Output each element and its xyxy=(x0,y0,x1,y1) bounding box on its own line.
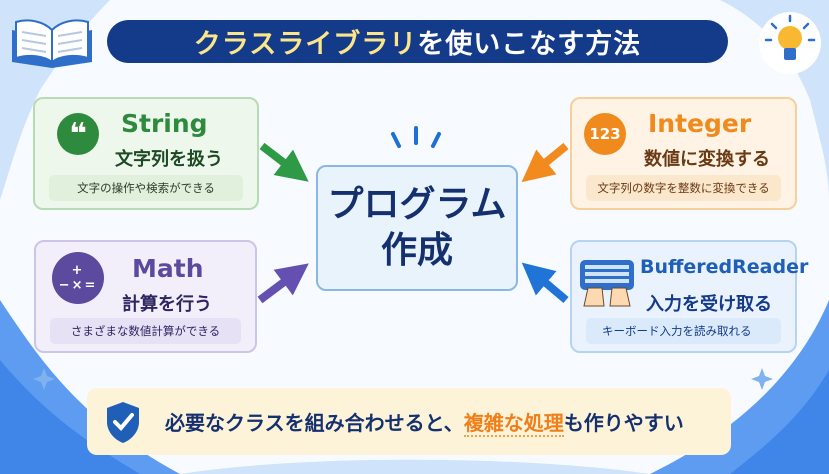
arrow-string xyxy=(259,142,309,182)
card-subtitle: 計算を行う xyxy=(122,294,212,315)
keyboard-icon xyxy=(580,260,634,307)
quote-icon: ❝ xyxy=(57,113,99,155)
summary-before: 必要なクラスを組み合わせると、 xyxy=(165,411,464,435)
lightbulb-icon xyxy=(759,12,821,74)
card-bufferedreader: BufferedReader 入力を受け取る キーボード入力を読み取れる xyxy=(570,240,808,353)
arrow-math xyxy=(257,263,309,304)
arrow-integer xyxy=(521,142,569,183)
card-description: 文字列の数字を整数に変換できる xyxy=(586,175,781,201)
program-creation-box: プログラム 作成 xyxy=(316,165,518,291)
number-icon: 123 xyxy=(584,113,626,155)
summary-banner: 必要なクラスを組み合わせると、複雑な処理も作りやすい xyxy=(87,388,731,455)
card-subtitle: 数値に変換する xyxy=(644,149,770,170)
card-math: +−×= Math 計算を行う さまざまな数値計算ができる xyxy=(34,240,257,353)
center-line2: 作成 xyxy=(380,230,453,271)
card-description: キーボード入力を読み取れる xyxy=(586,318,781,344)
arrow-bufferedreader xyxy=(521,262,569,304)
title-rest: を使いこなす方法 xyxy=(417,29,642,60)
card-description: 文字の操作や検索ができる xyxy=(49,175,243,201)
card-integer: 123 Integer 数値に変換する 文字列の数字を整数に変換できる xyxy=(570,97,797,210)
title-highlight: クラスライブラリ xyxy=(193,29,418,60)
center-line1: プログラム xyxy=(327,184,507,225)
card-description: さまざまな数値計算ができる xyxy=(50,318,241,344)
summary-text: 必要なクラスを組み合わせると、複雑な処理も作りやすい xyxy=(165,407,684,437)
book-icon xyxy=(12,19,92,68)
calculator-icon: +−×= xyxy=(52,252,104,304)
summary-highlight: 複雑な処理 xyxy=(463,411,564,437)
card-subtitle: 文字列を扱う xyxy=(115,149,223,170)
page-title: クラスライブラリを使いこなす方法 xyxy=(107,20,728,63)
card-string: ❝ String 文字列を扱う 文字の操作や検索ができる xyxy=(33,97,259,210)
summary-after: も作りやすい xyxy=(563,411,684,435)
card-name: Integer xyxy=(648,109,752,138)
card-name: BufferedReader xyxy=(640,256,809,278)
card-subtitle: 入力を受け取る xyxy=(646,294,772,315)
shield-check-icon xyxy=(107,402,139,443)
card-name: String xyxy=(121,109,208,138)
card-name: Math xyxy=(132,254,204,283)
